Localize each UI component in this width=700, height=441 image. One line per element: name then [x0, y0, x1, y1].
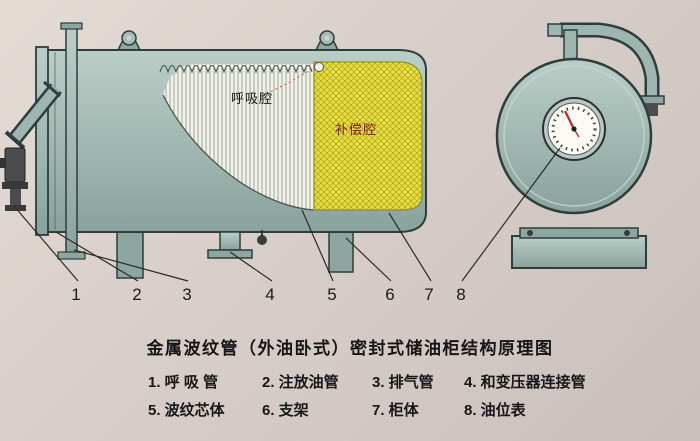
- lifting-lug-left: [116, 30, 142, 51]
- legend-item-6: 6. 支架: [262, 402, 309, 419]
- part-number-4: 4: [265, 285, 274, 304]
- legend-item-8: 8. 油位表: [464, 402, 526, 419]
- gauge-needle: [564, 110, 575, 130]
- red-dotted-pointer: [261, 67, 315, 97]
- pedestal-base: [511, 235, 647, 269]
- tank-left-flange: [35, 46, 49, 236]
- lifting-lug-right: [314, 30, 340, 51]
- oil-bubble: [314, 62, 324, 72]
- tank-end-rim: [503, 65, 645, 207]
- part-numbers: 1 2 3 4 5 6 7 8: [71, 285, 465, 304]
- legend-item-3: 3. 排气管: [372, 374, 434, 391]
- pedestal-plate: [519, 227, 639, 239]
- part-number-5: 5: [327, 285, 336, 304]
- pedestal-bolt-left: [527, 230, 533, 236]
- breathing-chamber-label: 呼吸腔: [231, 91, 273, 106]
- part-number-7: 7: [424, 285, 433, 304]
- legend-item-7: 7. 柜体: [372, 402, 419, 419]
- transformer-connection-pipe: [207, 230, 267, 259]
- part-number-2: 2: [132, 285, 141, 304]
- fill-drain-pipe: [57, 22, 86, 260]
- oil-level-gauge: [542, 97, 606, 161]
- gauge-ticks: [551, 106, 597, 152]
- legend-item-5: 5. 波纹芯体: [148, 402, 225, 419]
- part-number-8: 8: [456, 285, 465, 304]
- part-number-3: 3: [182, 285, 191, 304]
- diagram-title: 金属波纹管（外油卧式）密封式储油柜结构原理图: [146, 339, 554, 358]
- legend-item-1: 1. 呼 吸 管: [148, 374, 219, 391]
- part-number-6: 6: [385, 285, 394, 304]
- legend-item-4: 4. 和变压器连接管: [464, 374, 586, 391]
- structure-diagram: 呼吸腔 补偿腔: [0, 22, 665, 304]
- oil-chamber: [313, 61, 423, 211]
- legend-item-2: 2. 注放油管: [262, 374, 339, 391]
- tank-assembly: 呼吸腔 补偿腔: [0, 22, 427, 279]
- pedestal-bolt-right: [624, 230, 630, 236]
- compensation-chamber-label: 补偿腔: [335, 122, 377, 137]
- legend-row-2: 5. 波纹芯体 6. 支架 7. 柜体 8. 油位表: [148, 399, 700, 420]
- end-view-tank: [495, 22, 665, 269]
- part-number-1: 1: [71, 285, 80, 304]
- support-leg-right: [328, 231, 354, 273]
- leader-lines: [13, 147, 561, 282]
- legend-row-1: 1. 呼 吸 管 2. 注放油管 3. 排气管 4. 和变压器连接管: [148, 371, 700, 392]
- parts-legend: 1. 呼 吸 管 2. 注放油管 3. 排气管 4. 和变压器连接管 5. 波纹…: [148, 371, 700, 420]
- diagram-svg: 呼吸腔 补偿腔: [0, 22, 665, 304]
